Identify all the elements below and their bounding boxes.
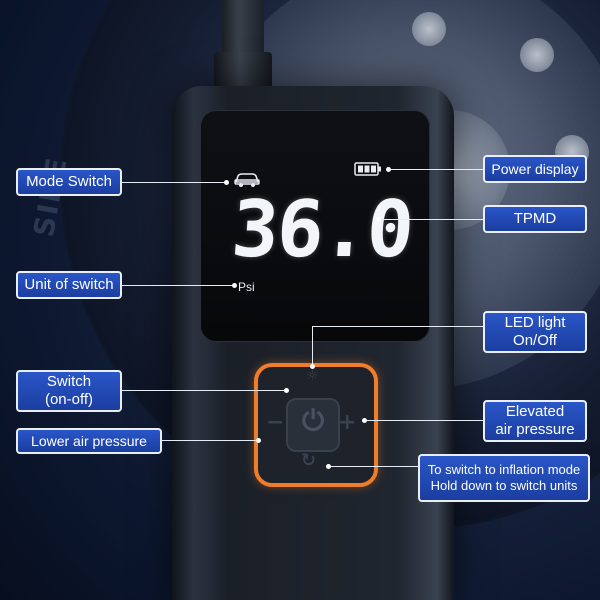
hose-collar — [214, 52, 272, 92]
callout-elevated-air-pressure: Elevated air pressure — [483, 400, 587, 442]
callout-line — [364, 420, 483, 421]
callout-inflate-line2: Hold down to switch units — [430, 478, 578, 493]
callout-switch: Switch (on-off) — [16, 370, 122, 412]
power-button[interactable] — [286, 398, 340, 452]
callout-lower-air-pressure: Lower air pressure — [16, 428, 162, 454]
callout-dot — [256, 438, 261, 443]
callout-dot — [224, 180, 229, 185]
callout-line — [122, 182, 226, 183]
power-icon: ⏻ — [302, 404, 325, 437]
callout-line — [122, 390, 286, 391]
callout-power-display: Power display — [483, 155, 587, 183]
lug-nut — [520, 38, 554, 72]
callout-switch-line2: (on-off) — [44, 391, 94, 408]
lcd-screen — [200, 110, 430, 342]
callout-mode-switch: Mode Switch — [16, 168, 122, 196]
pressure-unit: Psi — [238, 280, 255, 294]
callout-inflation-mode: To switch to inflation mode Hold down to… — [418, 454, 590, 502]
callout-line — [380, 219, 483, 220]
callout-dot — [326, 464, 331, 469]
callout-dot — [284, 388, 289, 393]
callout-line — [312, 326, 313, 366]
callout-elevated-line1: Elevated — [505, 403, 565, 420]
callout-line — [390, 169, 483, 170]
callout-elevated-line2: air pressure — [495, 421, 575, 438]
callout-line — [162, 440, 258, 441]
callout-dot — [310, 364, 315, 369]
cycle-icon[interactable]: ↻ — [301, 450, 317, 471]
battery-icon — [354, 162, 381, 176]
light-icon[interactable]: ☼ — [306, 368, 319, 384]
callout-line — [312, 326, 483, 327]
plus-button[interactable]: + — [338, 410, 357, 435]
lug-nut — [412, 12, 446, 46]
minus-button[interactable]: − — [266, 410, 285, 435]
callout-led-light: LED light On/Off — [483, 311, 587, 353]
callout-dot — [376, 217, 381, 222]
callout-switch-line1: Switch — [46, 373, 92, 390]
callout-dot — [362, 418, 367, 423]
callout-line — [328, 466, 418, 467]
callout-led-line1: LED light — [504, 314, 566, 331]
callout-inflate-line1: To switch to inflation mode — [427, 462, 581, 478]
callout-dot — [232, 283, 237, 288]
callout-tpmd: TPMD — [483, 205, 587, 233]
callout-led-line2: On/Off — [513, 332, 557, 349]
car-icon — [234, 173, 260, 187]
pressure-readout: 36.0 — [228, 185, 415, 275]
callout-unit-of-switch: Unit of switch — [16, 271, 122, 299]
callout-dot — [386, 167, 391, 172]
callout-line — [122, 285, 234, 286]
